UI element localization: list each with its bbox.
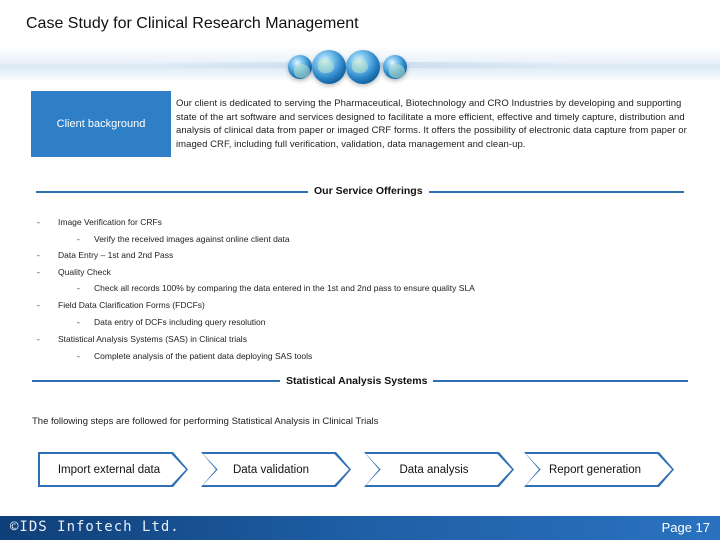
bullet-dash: - xyxy=(37,334,40,344)
page-title: Case Study for Clinical Research Managem… xyxy=(26,15,359,32)
list-subitem: Verify the received images against onlin… xyxy=(94,234,290,244)
globe-icon xyxy=(383,55,407,79)
page-number: Page 17 xyxy=(661,520,710,535)
sas-intro: The following steps are followed for per… xyxy=(32,416,379,427)
step-arrow-fill xyxy=(526,454,672,485)
bullet-dash: - xyxy=(37,267,40,277)
list-item: Image Verification for CRFs xyxy=(58,217,162,227)
list-item: Data Entry – 1st and 2nd Pass xyxy=(58,250,174,260)
list-subitem: Complete analysis of the patient data de… xyxy=(94,351,313,361)
bullet-dash: - xyxy=(77,317,80,327)
service-offerings-heading: Our Service Offerings xyxy=(308,185,429,197)
bullet-dash: - xyxy=(77,283,80,293)
sas-heading: Statistical Analysis Systems xyxy=(280,375,434,387)
globe-icon xyxy=(312,50,346,84)
client-background-box: Client background xyxy=(31,91,171,157)
step-label: Import external data xyxy=(57,463,161,476)
list-item: Statistical Analysis Systems (SAS) in Cl… xyxy=(58,334,247,344)
bullet-dash: - xyxy=(77,351,80,361)
list-item: Field Data Clarification Forms (FDCFs) xyxy=(58,300,205,310)
company-logo: ©IDS Infotech Ltd. xyxy=(10,519,180,535)
bullet-dash: - xyxy=(37,300,40,310)
list-item: Quality Check xyxy=(58,267,111,277)
globe-icon xyxy=(346,50,380,84)
bullet-dash: - xyxy=(37,217,40,227)
globe-icon xyxy=(288,55,312,79)
step-label: Data analysis xyxy=(399,463,469,476)
bullet-dash: - xyxy=(37,250,40,260)
step-arrow-fill xyxy=(40,454,186,485)
step-label: Report generation xyxy=(548,463,642,476)
process-steps: Import external data Data validation Dat… xyxy=(38,452,678,487)
list-subitem: Data entry of DCFs including query resol… xyxy=(94,317,266,327)
bullet-dash: - xyxy=(77,234,80,244)
client-background-text: Our client is dedicated to serving the P… xyxy=(176,98,687,150)
list-subitem: Check all records 100% by comparing the … xyxy=(94,283,475,293)
step-arrow-fill xyxy=(203,454,349,485)
client-background-label: Client background xyxy=(56,118,146,130)
step-arrow-fill xyxy=(366,454,512,485)
step-label: Data validation xyxy=(232,463,310,476)
footer-bar: ©IDS Infotech Ltd. Page 17 xyxy=(0,516,720,540)
